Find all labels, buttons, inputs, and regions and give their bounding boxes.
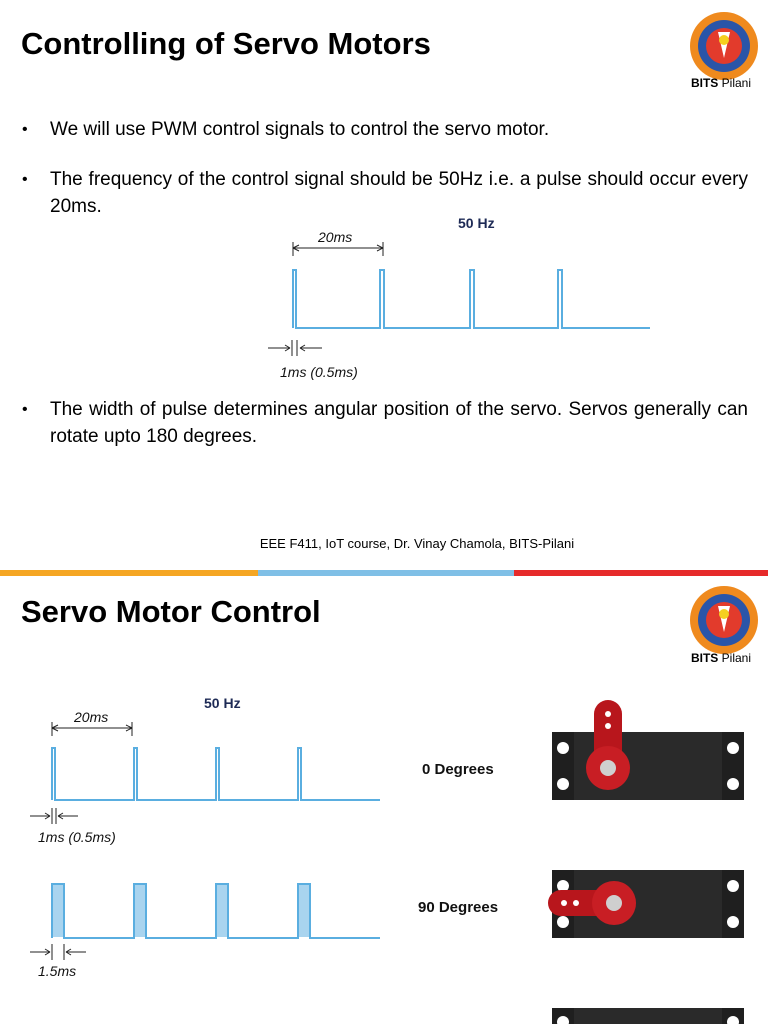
servo-image-180deg (552, 1008, 744, 1024)
stripe-red (514, 570, 768, 576)
pulse-train (51, 883, 380, 939)
period-label: 20ms (317, 229, 352, 245)
servo-image-0deg (552, 700, 744, 800)
slide-footer: EEE F411, IoT course, Dr. Vinay Chamola,… (259, 536, 575, 551)
frequency-label: 50 Hz (204, 695, 241, 711)
bits-logo (690, 12, 758, 80)
pulse-width-arrow (30, 808, 78, 824)
slide-title: Servo Motor Control (21, 594, 321, 629)
pulse-train (51, 747, 380, 801)
position-label-0: 0 Degrees (422, 761, 494, 778)
period-arrow (292, 242, 384, 256)
pwm-waveform-90deg: 1.5ms (30, 883, 380, 979)
period-arrow (51, 722, 133, 736)
pulse-width-arrow (30, 944, 86, 960)
stripe-orange (0, 570, 258, 576)
pulse-width-label: 1.5ms (38, 963, 76, 979)
pulse-train (292, 269, 650, 329)
slide-1: Controlling of Servo Motors BITS Pilani … (21, 12, 758, 551)
svg-text:0 Degrees: 0 Degrees (422, 761, 494, 778)
period-label: 20ms (73, 709, 108, 725)
slide-2: Servo Motor Control BITS Pilani 50 Hz 20… (0, 576, 768, 1024)
pulse-width-arrow (268, 340, 322, 356)
svg-text:90 Degrees: 90 Degrees (418, 899, 498, 916)
pwm-waveform-0deg: 50 Hz 20ms 1ms (0.5ms) (30, 695, 380, 845)
logo-caption: BITS Pilani (690, 651, 752, 665)
pulse-width-label: 1ms (0.5ms) (38, 829, 116, 845)
pulse-width-label: 1ms (0.5ms) (280, 364, 358, 380)
bits-logo (690, 586, 758, 654)
stripe-blue (258, 570, 514, 576)
position-label-90: 90 Degrees (418, 899, 498, 916)
servo-image-90deg (548, 870, 744, 938)
pwm-waveform-diagram: 50 Hz 20ms 1ms (0.5ms) (268, 215, 650, 380)
frequency-label: 50 Hz (458, 215, 495, 231)
slide-title: Controlling of Servo Motors (21, 26, 431, 61)
logo-caption: BITS Pilani (690, 76, 752, 90)
